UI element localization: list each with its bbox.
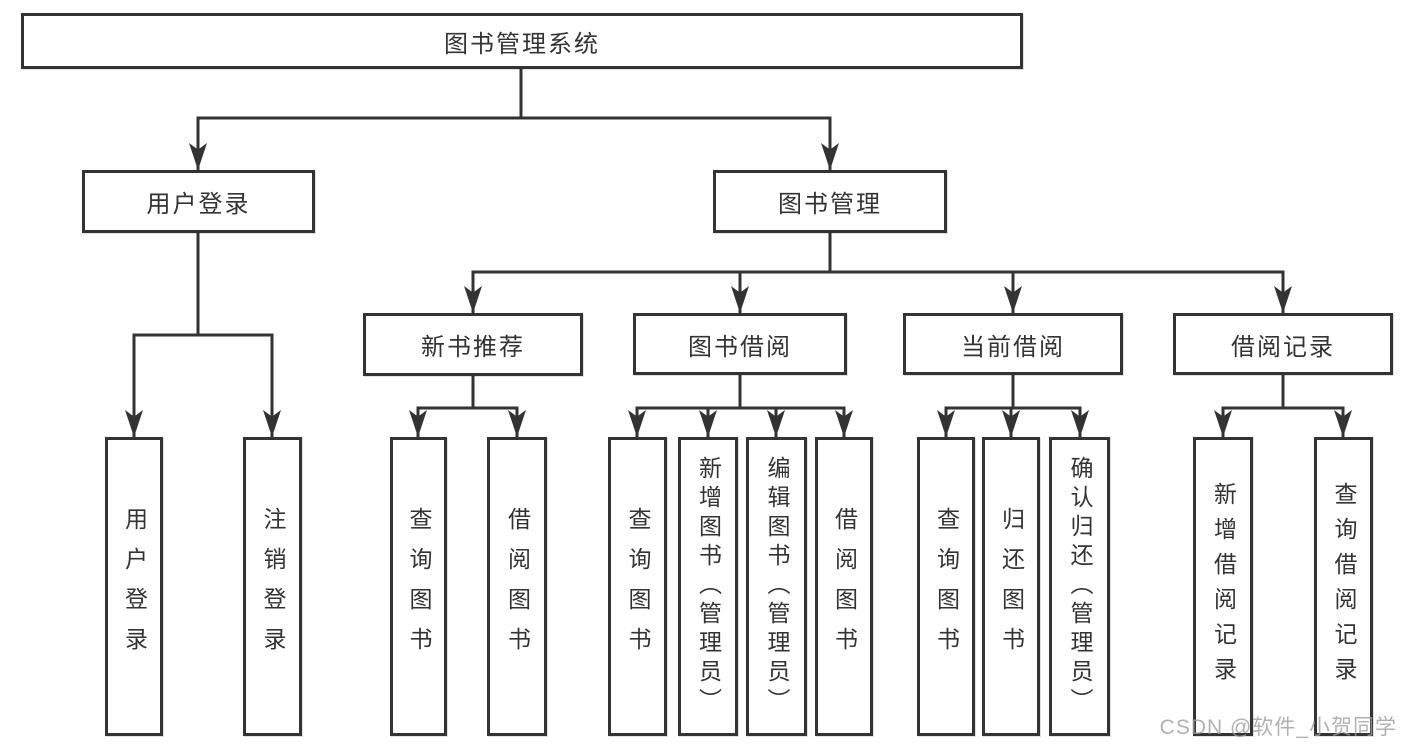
node-label: 用户登录 — [146, 191, 251, 218]
leaf-label: 用户登录 — [121, 506, 148, 667]
leaf-label: 借阅图书 — [504, 506, 531, 667]
node-borrow-record: 借阅记录 — [1173, 313, 1393, 375]
leaf-label: 新增图书（管理员） — [695, 456, 722, 717]
node-label: 图书管理系统 — [444, 30, 600, 58]
leaf-label: 新增借阅记录 — [1210, 481, 1237, 692]
node-new-book-recommend: 新书推荐 — [363, 313, 583, 376]
connector-borrow-record-children — [1214, 375, 1352, 437]
node-label: 借阅记录 — [1231, 333, 1335, 361]
leaf-label: 归还图书 — [998, 506, 1025, 667]
node-label: 新书推荐 — [421, 334, 525, 361]
leaf-label: 注销登录 — [260, 506, 286, 667]
leaf-label: 查询借阅记录 — [1331, 481, 1357, 692]
connector-current-borrow-children — [937, 375, 1089, 437]
node-current-borrow: 当前借阅 — [903, 313, 1123, 375]
leaf-add-books-admin: 新增图书（管理员） — [678, 437, 738, 736]
connector-root-to-level2 — [189, 69, 839, 170]
node-book-borrow: 图书借阅 — [633, 313, 847, 375]
leaf-label: 查询图书 — [625, 506, 651, 667]
node-label: 图书借阅 — [688, 333, 792, 361]
leaf-current-query-books: 查询图书 — [917, 437, 975, 736]
node-book-management: 图书管理 — [713, 170, 947, 233]
leaf-borrow-query-books: 查询图书 — [608, 437, 667, 736]
connector-user-login-children — [125, 233, 281, 437]
node-label: 当前借阅 — [961, 333, 1065, 361]
leaf-query-borrow-record: 查询借阅记录 — [1314, 437, 1373, 736]
node-label: 图书管理 — [778, 191, 882, 218]
csdn-watermark: CSDN @软件_小贺同学 — [1159, 716, 1397, 739]
connector-book-management-children — [464, 233, 1292, 313]
leaf-label: 编辑图书（管理员） — [764, 456, 790, 717]
leaf-user-login: 用户登录 — [105, 437, 163, 736]
connector-new-book-recommend-children — [409, 376, 526, 437]
leaf-label: 确认归还（管理员） — [1067, 456, 1093, 717]
leaf-add-borrow-record: 新增借阅记录 — [1193, 437, 1253, 736]
leaf-edit-books-admin: 编辑图书（管理员） — [746, 437, 807, 736]
leaf-label: 查询图书 — [406, 506, 432, 667]
node-library-management-system: 图书管理系统 — [21, 13, 1023, 69]
leaf-borrow-borrow-books: 借阅图书 — [815, 437, 873, 736]
leaf-confirm-return-admin: 确认归还（管理员） — [1049, 437, 1110, 736]
leaf-label: 借阅图书 — [831, 506, 858, 667]
leaf-return-books: 归还图书 — [982, 437, 1040, 736]
leaf-label: 查询图书 — [933, 506, 960, 667]
node-user-login: 用户登录 — [82, 170, 315, 233]
leaf-logout: 注销登录 — [243, 437, 302, 736]
connector-book-borrow-children — [628, 375, 853, 437]
leaf-recommend-query-books: 查询图书 — [390, 437, 447, 736]
leaf-recommend-borrow-books: 借阅图书 — [487, 437, 547, 736]
